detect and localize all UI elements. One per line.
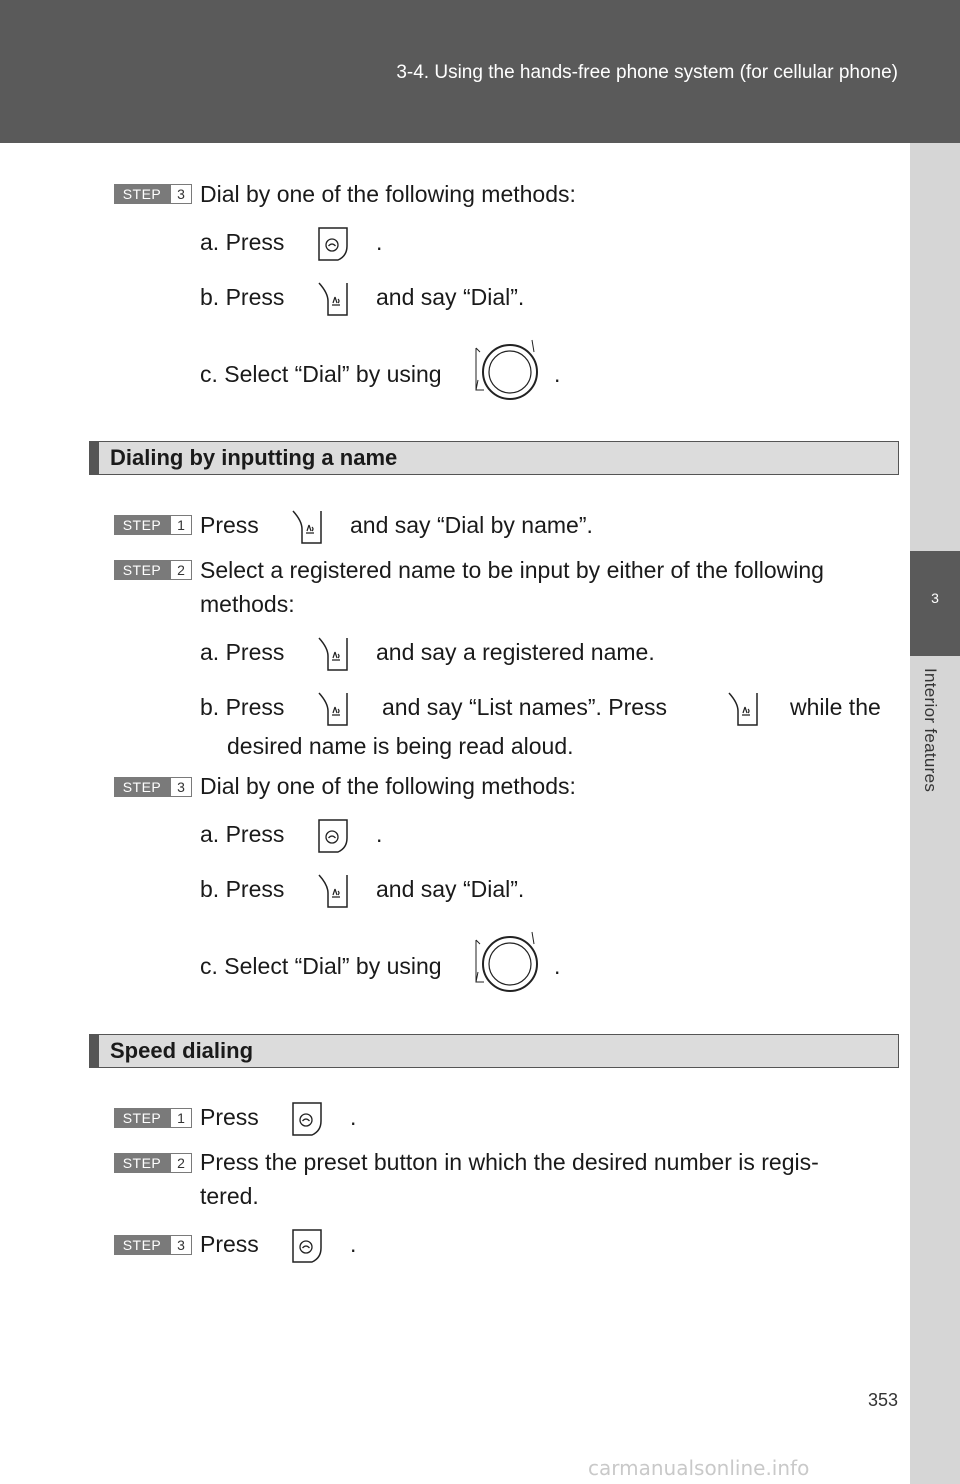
method-a-prefix: a. Press: [200, 229, 285, 255]
header-title: 3-4. Using the hands-free phone system (…: [396, 62, 898, 83]
side-tab-strip-lower: [910, 656, 960, 1484]
step-badge: STEP 3: [114, 1235, 192, 1255]
method-b-suffix: and say “Dial”.: [376, 284, 525, 310]
step-text-prefix: Press: [200, 1104, 259, 1130]
step-word: STEP: [114, 1153, 170, 1173]
method-b-prefix: b. Press: [200, 284, 285, 310]
step-text-continued: tered.: [200, 1183, 259, 1209]
step-text: Dial by one of the following methods:: [200, 773, 576, 799]
method-b-suffix: and say “Dial”.: [376, 876, 525, 902]
phone-button-icon: [316, 226, 350, 262]
page-header: 3-4. Using the hands-free phone system (…: [0, 0, 960, 143]
method-a-suffix: .: [376, 229, 383, 255]
tune-file-knob-icon: [474, 930, 544, 1000]
phone-button-icon: [290, 1228, 324, 1264]
step-text-suffix: .: [350, 1231, 357, 1257]
step-badge: STEP 1: [114, 1108, 192, 1128]
step-badge: STEP 2: [114, 560, 192, 580]
method-c-suffix: .: [554, 953, 561, 979]
method-b-continued: desired name is being read aloud.: [227, 733, 574, 759]
method-c-suffix: .: [554, 361, 561, 387]
method-a-suffix: .: [376, 821, 383, 847]
section-title: Speed dialing: [110, 1038, 254, 1063]
step-badge: STEP 3: [114, 184, 192, 204]
step-word: STEP: [114, 515, 170, 535]
talk-switch-icon: [290, 509, 324, 545]
step-number: 3: [170, 184, 192, 204]
step-word: STEP: [114, 777, 170, 797]
section-bar: [90, 1035, 99, 1067]
method-a-prefix: a. Press: [200, 821, 285, 847]
step-text-suffix: .: [350, 1104, 357, 1130]
tune-file-knob-icon: [474, 338, 544, 408]
step-word: STEP: [114, 560, 170, 580]
step-text-continued: methods:: [200, 591, 295, 617]
method-b-prefix: b. Press: [200, 694, 285, 720]
section-header-dialing-by-name: Dialing by inputting a name: [89, 441, 899, 475]
step-number: 1: [170, 1108, 192, 1128]
method-b-middle: and say “List names”. Press: [382, 694, 668, 720]
side-tab-strip: [910, 143, 960, 551]
step-word: STEP: [114, 184, 170, 204]
talk-switch-icon: [316, 281, 350, 317]
footer-watermark[interactable]: carmanualsonline.info: [588, 1456, 810, 1480]
step-badge: STEP 2: [114, 1153, 192, 1173]
method-c-prefix: c. Select “Dial” by using: [200, 361, 442, 387]
talk-switch-icon: [316, 873, 350, 909]
step-number: 3: [170, 1235, 192, 1255]
talk-switch-icon: [316, 691, 350, 727]
method-a-prefix: a. Press: [200, 639, 285, 665]
step-text: Select a registered name to be input by …: [200, 557, 824, 583]
section-title: Dialing by inputting a name: [110, 445, 398, 470]
step-badge: STEP 1: [114, 515, 192, 535]
step-word: STEP: [114, 1108, 170, 1128]
step-word: STEP: [114, 1235, 170, 1255]
step-number: 1: [170, 515, 192, 535]
page-number: 353: [867, 1390, 898, 1410]
phone-button-icon: [290, 1101, 324, 1137]
step-number: 2: [170, 560, 192, 580]
talk-switch-icon: [726, 691, 760, 727]
step-badge: STEP 3: [114, 777, 192, 797]
step-text: Press the preset button in which the des…: [200, 1149, 819, 1175]
step-text-prefix: Press: [200, 512, 259, 538]
step-text-prefix: Press: [200, 1231, 259, 1257]
step-number: 3: [170, 777, 192, 797]
side-tab-number: 3: [931, 590, 939, 606]
method-b-suffix: while the: [790, 694, 881, 720]
step-number: 2: [170, 1153, 192, 1173]
phone-button-icon: [316, 818, 350, 854]
side-tab-chapter: [910, 551, 960, 656]
talk-switch-icon: [316, 636, 350, 672]
method-a-suffix: and say a registered name.: [376, 639, 655, 665]
step-text-suffix: and say “Dial by name”.: [350, 512, 593, 538]
step-text: Dial by one of the following methods:: [200, 181, 576, 207]
section-bar: [90, 442, 99, 474]
method-c-prefix: c. Select “Dial” by using: [200, 953, 442, 979]
section-header-speed-dialing: Speed dialing: [89, 1034, 899, 1068]
method-b-prefix: b. Press: [200, 876, 285, 902]
side-tab-label: Interior features: [921, 668, 940, 793]
